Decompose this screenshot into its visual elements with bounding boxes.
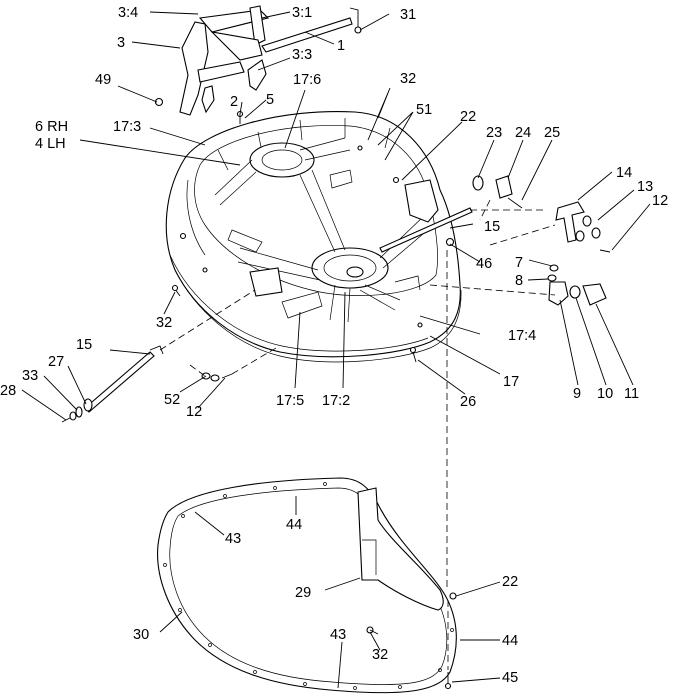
callout-3-3: 3:3 xyxy=(292,47,312,63)
callout-33: 33 xyxy=(22,368,38,384)
callout-32-top: 32 xyxy=(400,71,416,87)
callout-29: 29 xyxy=(295,585,311,601)
linkage-parts-right xyxy=(379,175,611,306)
baffle-plate-assembly xyxy=(157,477,457,694)
callout-30: 30 xyxy=(133,627,149,643)
callout-12-right: 12 xyxy=(652,193,668,209)
height-adjust-lever-assembly xyxy=(154,5,362,124)
callout-9: 9 xyxy=(573,386,581,402)
callout-14: 14 xyxy=(616,165,632,181)
callout-27: 27 xyxy=(48,354,64,370)
callout-24: 24 xyxy=(515,125,531,141)
callout-25: 25 xyxy=(544,125,560,141)
callout-22-top: 22 xyxy=(460,109,476,125)
callout-15-left: 15 xyxy=(76,337,92,353)
callout-5: 5 xyxy=(266,92,274,108)
callout-17-3: 17:3 xyxy=(113,119,141,135)
callout-13: 13 xyxy=(637,179,653,195)
callout-15-right: 15 xyxy=(484,219,500,235)
callout-23: 23 xyxy=(486,125,502,141)
callout-6-rh: 6 RH xyxy=(35,119,68,135)
callout-17-5: 17:5 xyxy=(276,393,304,409)
callout-43-bottom: 43 xyxy=(330,627,346,643)
nut-49 xyxy=(154,97,164,107)
callout-22-bottom: 22 xyxy=(502,574,518,590)
callout-49: 49 xyxy=(95,72,111,88)
callout-3-1: 3:1 xyxy=(292,5,312,21)
callout-51: 51 xyxy=(416,102,432,118)
callout-17-6: 17:6 xyxy=(293,72,321,88)
mower-deck-housing xyxy=(165,110,462,363)
callout-4-lh: 4 LH xyxy=(35,136,66,152)
callout-2: 2 xyxy=(230,94,238,110)
callout-17: 17 xyxy=(503,374,519,390)
callout-17-2: 17:2 xyxy=(322,393,350,409)
phantom-lines xyxy=(159,199,556,670)
callout-7: 7 xyxy=(515,255,523,271)
callout-28: 28 xyxy=(0,383,16,399)
callout-31: 31 xyxy=(400,7,416,23)
callout-44-top: 44 xyxy=(286,517,302,533)
callout-17-4: 17:4 xyxy=(508,328,536,344)
callout-1: 1 xyxy=(337,38,345,54)
callout-32-left: 32 xyxy=(156,315,172,331)
callout-52: 52 xyxy=(164,392,180,408)
callout-10: 10 xyxy=(597,386,613,402)
callout-3: 3 xyxy=(117,35,125,51)
callout-43-left: 43 xyxy=(225,531,241,547)
leader-lines xyxy=(21,11,651,689)
callout-3-4: 3:4 xyxy=(118,5,138,21)
callout-46: 46 xyxy=(476,256,492,272)
callout-45: 45 xyxy=(502,670,518,686)
callout-11: 11 xyxy=(624,386,639,402)
callout-8: 8 xyxy=(515,273,523,289)
callout-32-bottom: 32 xyxy=(372,647,388,663)
callout-44-right: 44 xyxy=(502,633,518,649)
callout-26: 26 xyxy=(460,394,476,410)
callout-labels: 3:4 3:1 31 3 1 3:3 49 17:6 32 2 5 51 6 R… xyxy=(0,5,668,686)
callout-12-left: 12 xyxy=(186,404,202,420)
